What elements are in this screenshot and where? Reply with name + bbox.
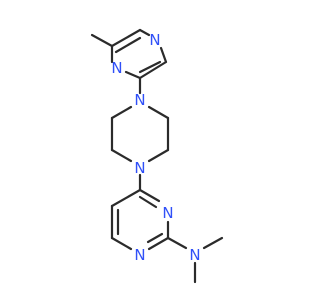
bond-pz-2 bbox=[138, 28, 151, 37]
atom-pym-n-right: N bbox=[162, 204, 173, 222]
bond-pip-4 bbox=[147, 105, 170, 120]
bond-pym-4 bbox=[147, 236, 170, 251]
atom-pz-n2: N bbox=[111, 59, 122, 77]
atom-pip-n-bottom: N bbox=[134, 159, 145, 177]
atom-pym-n-left: N bbox=[134, 246, 145, 264]
bond-amine-me1 bbox=[202, 236, 224, 250]
bonds bbox=[90, 28, 224, 284]
bond-pym-6-inner bbox=[138, 195, 158, 209]
bond-pym-3 bbox=[110, 236, 133, 251]
bond-pz-4 bbox=[138, 60, 168, 80]
bond-pip-1 bbox=[110, 105, 133, 120]
bond-pz-1 bbox=[110, 28, 142, 48]
atom-pz-n1: N bbox=[149, 31, 160, 49]
atom-labels: N N N N N N N bbox=[111, 31, 200, 264]
bond-pz-5 bbox=[124, 70, 142, 80]
bond-pym-6 bbox=[138, 188, 161, 203]
bond-pip-6 bbox=[147, 148, 170, 163]
molecule-structure: N N N N N N N bbox=[90, 28, 224, 284]
bond-pz-4-inner bbox=[138, 60, 162, 74]
molecule-diagram: N N N N N N N bbox=[90, 28, 224, 284]
bond-pz-3 bbox=[159, 46, 168, 64]
bond-pz-1-inner bbox=[114, 36, 142, 54]
bond-pym-amine bbox=[166, 236, 188, 250]
bond-pip-3 bbox=[110, 148, 133, 163]
atom-amine-n: N bbox=[189, 246, 200, 264]
bond-pym-4-inner bbox=[146, 232, 164, 244]
atom-pip-n-top: N bbox=[134, 91, 145, 109]
bond-methyl bbox=[90, 33, 114, 48]
bond-pym-1 bbox=[110, 188, 142, 208]
